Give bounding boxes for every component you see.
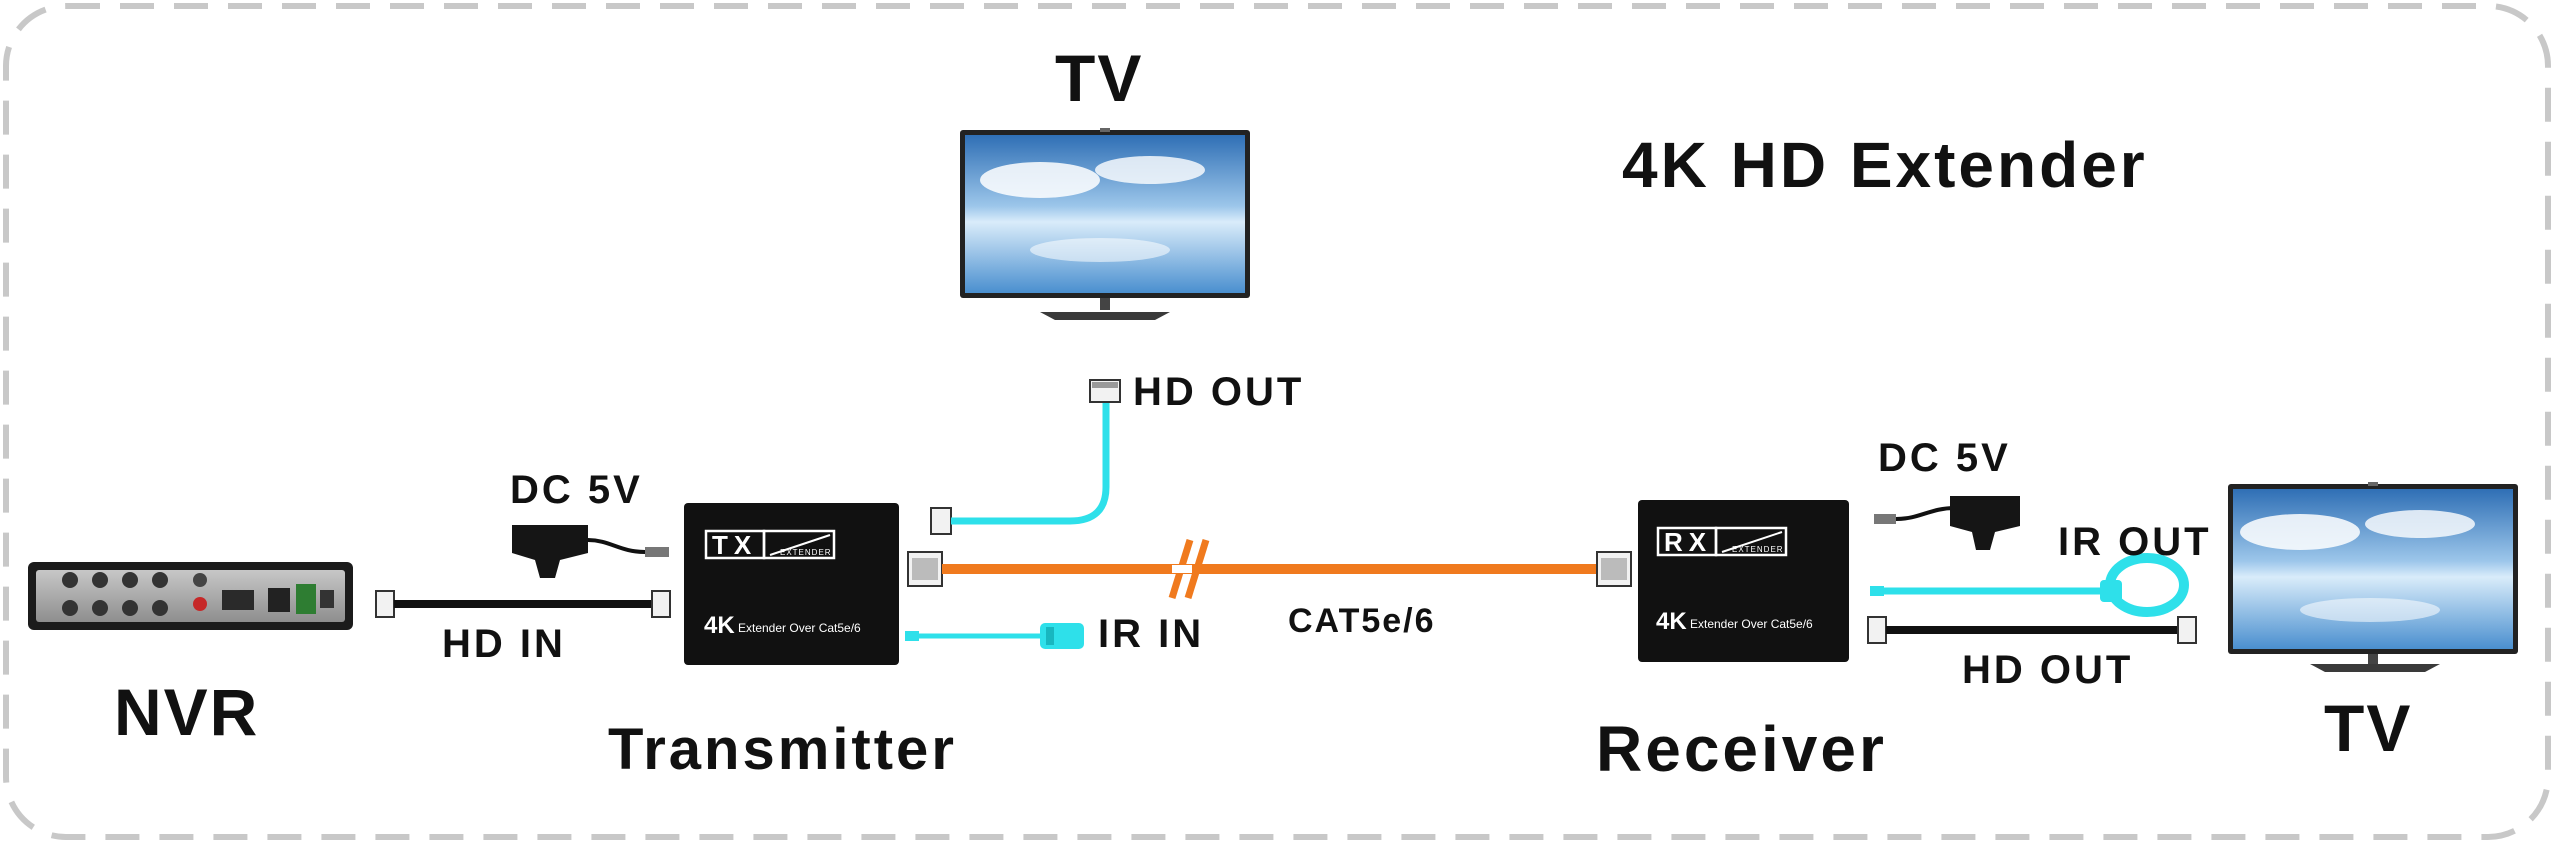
hd-out-right-label: HD OUT <box>1962 648 2134 692</box>
hd-in-label: HD IN <box>442 622 566 666</box>
hd-in-cable <box>375 590 671 618</box>
ir-in-label: IR IN <box>1098 612 1205 656</box>
dc-rx-label: DC 5V <box>1878 436 2011 480</box>
tv-top-label: TV <box>1055 41 1144 115</box>
tv-right-icon <box>2228 482 2518 672</box>
diagram-title: 4K HD Extender <box>1622 129 2148 201</box>
receiver-device <box>1638 500 1849 662</box>
dc-tx-label: DC 5V <box>510 468 643 512</box>
tv-top-icon <box>960 128 1250 320</box>
transmitter-device <box>684 503 899 665</box>
dashed-frame <box>3 3 2551 840</box>
receiver-label: Receiver <box>1596 713 1887 785</box>
rx-model-text: Extender Over Cat5e/6 <box>1690 617 1813 631</box>
ir-out-label: IR OUT <box>2058 520 2212 564</box>
cable-label: CAT5e/6 <box>1288 602 1436 640</box>
transmitter-label: Transmitter <box>608 717 957 782</box>
nvr-label: NVR <box>114 675 260 749</box>
nvr-device-icon <box>28 562 353 630</box>
tx-badge-sub: EXTENDER <box>780 548 832 557</box>
dc-adapter-rx-icon <box>1874 496 2020 550</box>
hd-out-right-cable <box>1867 616 2197 644</box>
rx-badge-sub: EXTENDER <box>1732 545 1784 554</box>
tv-right-label: TV <box>2324 691 2413 765</box>
tx-model-text: Extender Over Cat5e/6 <box>738 621 861 635</box>
tx-model-strong: 4K <box>704 612 735 639</box>
rx-model-strong: 4K <box>1656 608 1687 635</box>
hd-out-top-label: HD OUT <box>1133 370 1305 414</box>
hd-out-top-cable <box>930 379 1121 535</box>
tx-badge-text: TX <box>712 530 758 560</box>
ir-in-cable <box>905 623 1084 649</box>
rx-badge-text: RX <box>1664 527 1713 557</box>
ir-out-cable <box>1870 553 2189 617</box>
dc-adapter-tx-icon <box>512 525 669 578</box>
cat-cable <box>907 538 1632 600</box>
